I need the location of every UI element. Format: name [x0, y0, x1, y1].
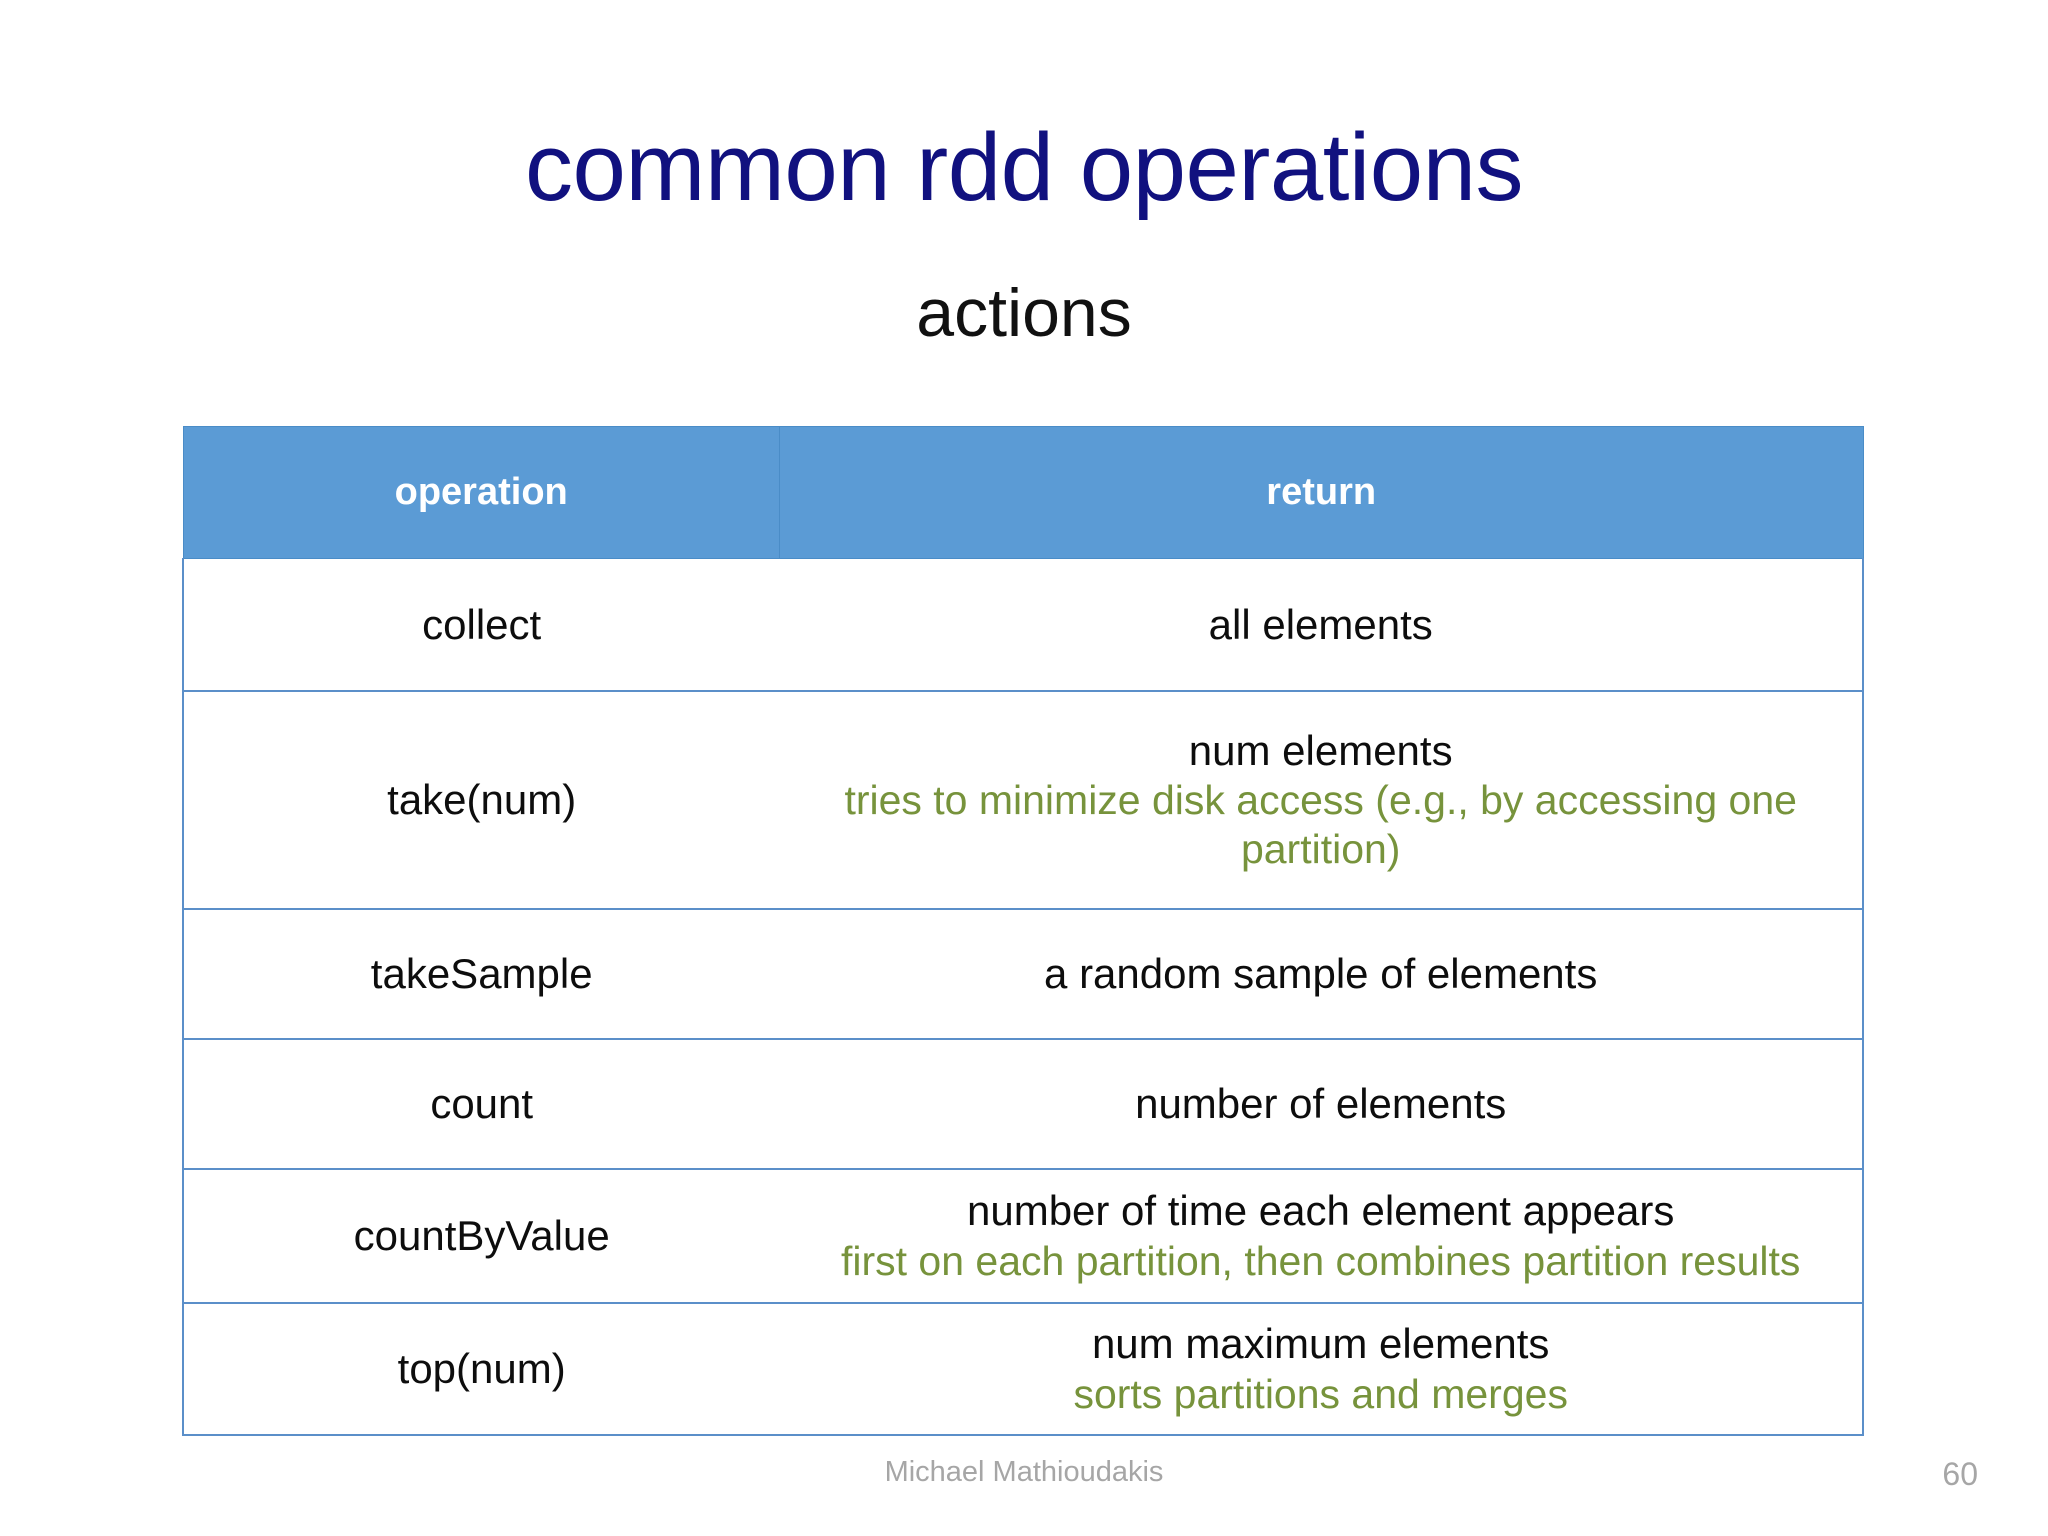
cell-operation: take(num) [181, 690, 780, 910]
return-main-text: number of elements [1135, 1079, 1507, 1127]
cell-operation: count [181, 1038, 780, 1170]
cell-operation: collect [181, 558, 780, 692]
cell-return: number of elements [779, 1038, 1864, 1170]
operations-table: operation return collect all elements ta… [181, 426, 1864, 1436]
operations-table-container: operation return collect all elements ta… [181, 426, 1864, 1436]
cell-return: number of time each element appears firs… [779, 1168, 1864, 1304]
page-title: common rdd operations [524, 114, 1524, 221]
return-note-text: tries to minimize disk access (e.g., by … [844, 776, 1797, 873]
table-body: collect all elements take(num) num eleme… [181, 558, 1864, 1436]
return-note-text: sorts partitions and merges [1073, 1370, 1568, 1417]
cell-operation: countByValue [181, 1168, 780, 1304]
footer-author: Michael Mathioudakis [884, 1456, 1164, 1488]
table-row: take(num) num elements tries to minimize… [181, 690, 1864, 910]
return-main-text: num elements [1188, 726, 1453, 774]
page-subtitle: actions [916, 275, 1132, 351]
cell-operation: takeSample [181, 908, 780, 1040]
table-row: takeSample a random sample of elements [181, 908, 1864, 1040]
return-main-text: a random sample of elements [1044, 949, 1598, 997]
cell-return: num elements tries to minimize disk acce… [779, 690, 1864, 910]
return-note-text: first on each partition, then combines p… [840, 1237, 1801, 1284]
column-header-return: return [778, 426, 1864, 559]
cell-return: num maximum elements sorts partitions an… [779, 1302, 1864, 1436]
table-header: operation return [182, 426, 1864, 559]
return-main-text: number of time each element appears [966, 1187, 1675, 1235]
table-header-row: operation return [182, 426, 1864, 559]
table-row: countByValue number of time each element… [181, 1168, 1864, 1304]
column-header-operation: operation [182, 426, 780, 559]
cell-return: a random sample of elements [779, 908, 1864, 1040]
table-row: top(num) num maximum elements sorts part… [181, 1302, 1864, 1436]
cell-return: all elements [779, 558, 1864, 692]
cell-operation: top(num) [181, 1302, 780, 1436]
return-main-text: all elements [1208, 600, 1433, 648]
table-row: count number of elements [181, 1038, 1864, 1170]
return-main-text: num maximum elements [1091, 1320, 1550, 1368]
table-row: collect all elements [181, 558, 1864, 692]
footer-page-number: 60 [1942, 1456, 1978, 1492]
